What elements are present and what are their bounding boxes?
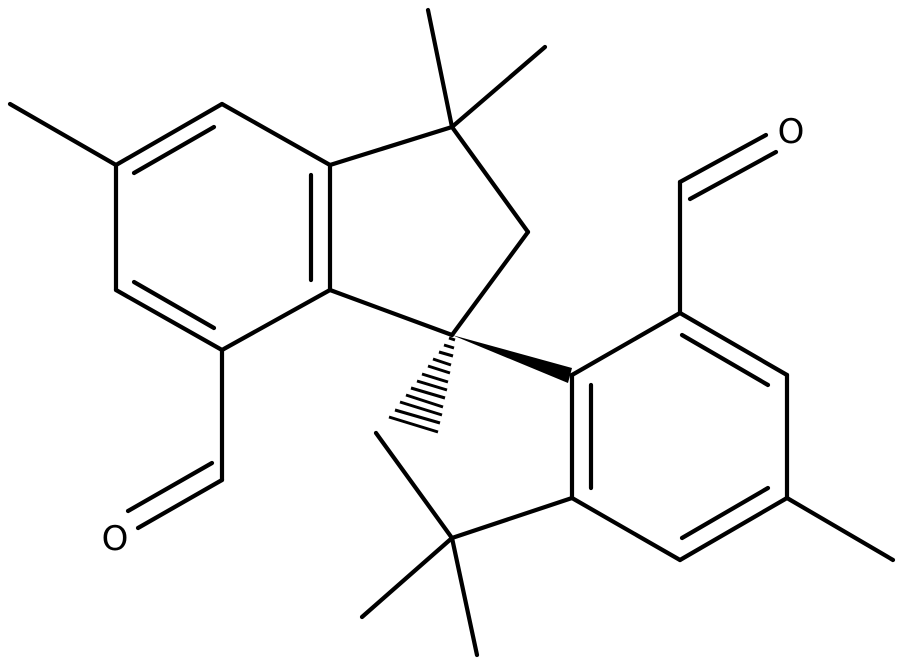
oxygen-label-upper: O [778,112,805,152]
bond [569,495,683,563]
bond [113,101,225,168]
bond [327,287,455,338]
aldehyde-bond [677,132,769,185]
bond [449,124,531,235]
bond [131,124,217,176]
wedge-bond [452,335,572,383]
bond [677,310,790,378]
bond [219,287,333,353]
aldehyde-bond [687,149,779,202]
bond [449,229,531,338]
bond [569,310,683,378]
methyl-bond [425,7,455,130]
methyl-bond [449,44,548,130]
bond [131,279,217,331]
methyl-bond [784,495,896,563]
spiro-stereo-bonds [388,335,572,434]
bond [373,430,455,541]
aldehyde-bond [125,460,215,514]
methyl-bond [449,535,480,658]
bond [677,495,790,563]
methyl-bond [7,101,119,168]
oxygen-label-lower: O [102,519,129,559]
lower-indane [359,132,896,658]
aldehyde-bond [135,477,225,531]
bond [449,495,575,541]
upper-indane [7,7,548,531]
bond [679,332,771,388]
methyl-bond [359,535,455,620]
bond [113,287,225,353]
bond [219,101,333,168]
bond [327,124,455,168]
bond [679,485,771,541]
hash-bond [388,336,456,434]
